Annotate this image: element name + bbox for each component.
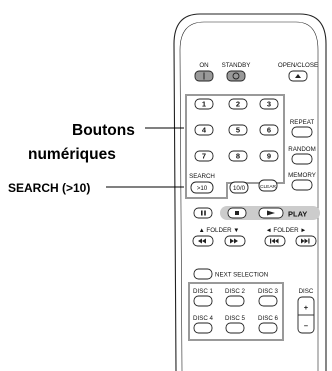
digit-button-3[interactable] (259, 98, 279, 110)
next-icon (301, 238, 310, 244)
memory-label: MEMORY (288, 172, 316, 179)
digit-label-2: 2 (236, 100, 240, 109)
digit-label-4: 4 (202, 126, 207, 135)
pause-icon-a (201, 210, 203, 216)
digit-button-4[interactable] (194, 124, 214, 136)
disc-6-button[interactable] (258, 322, 278, 334)
digit-label-9: 9 (267, 152, 271, 161)
rewind-icon (198, 238, 206, 244)
disc-4-button[interactable] (193, 322, 213, 334)
digit-label-6: 6 (267, 126, 271, 135)
clear-label: CLEAR (260, 184, 277, 190)
search-label: SEARCH (>10) (8, 181, 91, 195)
digit-button-6[interactable] (259, 124, 279, 136)
digit-label-3: 3 (267, 100, 271, 109)
stop-icon (235, 211, 239, 215)
search-label-remote: SEARCH (189, 173, 215, 180)
digit-button-7[interactable] (194, 150, 214, 162)
next-selection-label: NEXT SELECTION (215, 272, 268, 279)
pause-icon-b (204, 210, 206, 216)
pause-button[interactable] (193, 207, 213, 219)
numeric-buttons-label-line2: numériques (28, 146, 116, 163)
standby-button[interactable] (226, 70, 246, 82)
search-button[interactable] (190, 181, 214, 194)
disc-2-button[interactable] (225, 295, 245, 307)
random-button[interactable] (291, 153, 313, 165)
power-icon (232, 72, 240, 80)
folder-label-a: ▲ FOLDER ▼ (199, 227, 240, 234)
disc-block-outline (188, 282, 284, 341)
digit-label-1: 1 (202, 100, 206, 109)
disc-5-label: DISC 5 (225, 315, 246, 322)
digit-button-1[interactable] (194, 98, 214, 110)
clear-button[interactable] (258, 179, 278, 192)
disc-1-label: DISC 1 (193, 288, 214, 295)
play-label: PLAY (288, 210, 307, 219)
digit-button-2[interactable] (228, 98, 248, 110)
disc-4-label: DISC 4 (193, 315, 214, 322)
on-label: ON (199, 62, 208, 69)
disc-3-label: DISC 3 (258, 288, 279, 295)
disc-label: DISC (299, 288, 314, 295)
repeat-label: REPEAT (290, 119, 315, 126)
remote-inner-edge (179, 21, 319, 371)
disc-minus-icon[interactable]: – (304, 321, 308, 330)
digit-button-9[interactable] (259, 150, 279, 162)
disc-plus-icon[interactable]: + (304, 303, 309, 312)
disc-keys: DISC 1 DISC 2 DISC 3 DISC 4 DISC 5 DISC 6 (193, 288, 279, 334)
digit-label-7: 7 (202, 152, 206, 161)
disc-5-button[interactable] (225, 322, 245, 334)
digit-label-5: 5 (236, 126, 240, 135)
eject-icon (295, 74, 301, 78)
standby-label: STANDBY (222, 62, 251, 69)
repeat-button[interactable] (291, 126, 313, 138)
next-selection-button[interactable] (193, 268, 213, 280)
numeric-buttons-label-line1: Boutons (72, 122, 135, 139)
ten-zero-label: 10/0 (233, 185, 246, 192)
digit-keys: 1 2 3 4 5 6 7 8 9 (194, 98, 279, 162)
folder-label-b: ◄ FOLDER ► (266, 227, 307, 234)
forward-icon (230, 238, 238, 244)
digit-label-8: 8 (236, 152, 240, 161)
ten-zero-button[interactable] (229, 181, 249, 194)
open-close-label: OPEN/CLOSE (278, 62, 318, 69)
search-key-label: >10 (197, 185, 208, 192)
disc-6-label: DISC 6 (258, 315, 279, 322)
random-label: RANDOM (288, 146, 316, 153)
digit-button-8[interactable] (228, 150, 248, 162)
prev-icon (270, 238, 279, 244)
disc-3-button[interactable] (258, 295, 278, 307)
disc-1-button[interactable] (193, 295, 213, 307)
numeric-block-outline (185, 94, 285, 199)
memory-button[interactable] (291, 179, 313, 191)
digit-button-5[interactable] (228, 124, 248, 136)
play-icon (267, 210, 275, 216)
disc-2-label: DISC 2 (225, 288, 246, 295)
